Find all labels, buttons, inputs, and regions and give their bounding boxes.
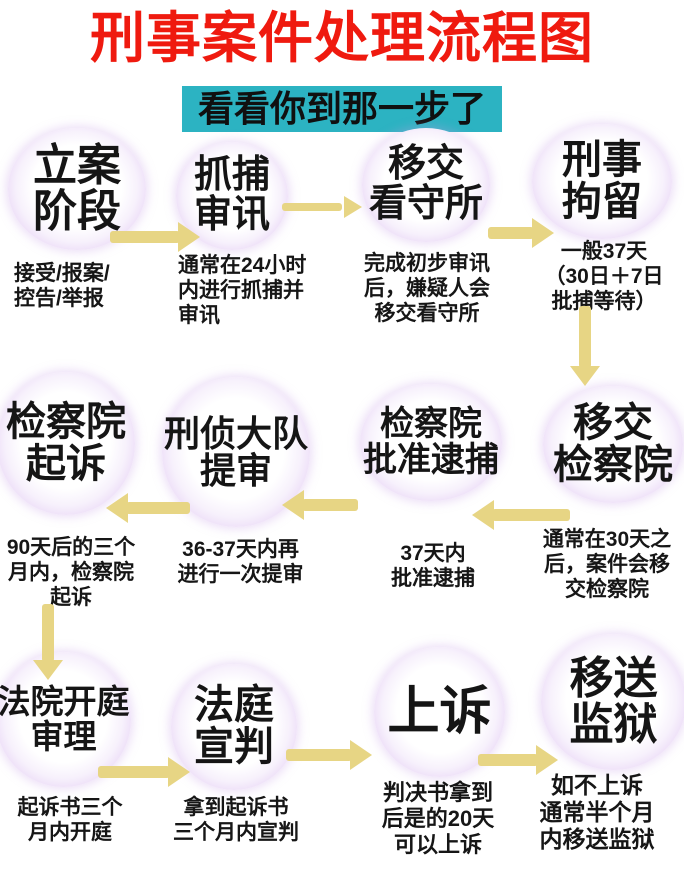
node-case-filing-caption: 接受/报案/ 控告/举报 — [14, 262, 110, 310]
node-case-filing-label: 立案 阶段 — [33, 141, 121, 236]
node-transfer-detention-center: 移交 看守所 — [362, 128, 490, 242]
arrow-right-icon-verdict-to-appeal — [286, 740, 372, 770]
node-investigation-brigade-interrogation: 刑侦大队 提审 — [162, 377, 310, 527]
node-procuratorate-approve-arrest: 检察院 批准逮捕 — [360, 384, 502, 501]
node-procuratorate-approve-arrest-caption: 37天内 批准逮捕 — [391, 542, 475, 590]
page-subtitle: 看看你到那一步了 — [181, 86, 503, 132]
node-transfer-prison-label: 移送 监狱 — [569, 654, 658, 749]
node-appeal-caption: 判决书拿到 后是的20天 可以上诉 — [381, 780, 495, 857]
arrow-left-icon-approve-arrest-to-interrogation — [282, 490, 358, 520]
page-title: 刑事案件处理流程图 — [89, 7, 594, 69]
node-court-hearing-label: 法院开庭 审理 — [0, 683, 130, 755]
arrow-right-icon-arrest-to-detention-center — [282, 194, 362, 220]
node-transfer-detention-center-label: 移交 看守所 — [368, 143, 483, 225]
node-procuratorate-approve-arrest-label: 检察院 批准逮捕 — [363, 405, 499, 479]
arrow-down-icon-prosecution-to-hearing — [32, 604, 64, 680]
node-procuratorate-prosecution-label: 检察院 起诉 — [6, 399, 126, 486]
node-appeal: 上诉 — [374, 647, 505, 777]
arrow-right-icon-filing-to-arrest — [110, 222, 200, 252]
node-criminal-detention: 刑事 拘留 — [532, 124, 672, 239]
node-court-verdict-caption: 拿到起诉书 三个月内宣判 — [173, 796, 299, 844]
arrow-right-icon-detention-center-to-detention — [488, 218, 554, 248]
node-transfer-procuratorate: 移交 检察院 — [543, 386, 683, 503]
node-transfer-prison-caption: 如不上诉 通常半个月 内移送监狱 — [539, 772, 655, 853]
node-procuratorate-prosecution: 检察院 起诉 — [0, 372, 135, 515]
node-arrest-interrogation-caption: 通常在24小时 内进行抓捕并 审讯 — [178, 254, 307, 327]
node-criminal-detention-caption: 一般37天 （30日＋7日 批捕等待） — [544, 240, 664, 313]
node-case-filing: 立案 阶段 — [8, 128, 146, 250]
node-transfer-procuratorate-label: 移交 检察院 — [553, 400, 673, 487]
node-court-verdict-label: 法庭 宣判 — [194, 683, 274, 769]
node-arrest-interrogation-label: 抓捕 审讯 — [193, 154, 270, 236]
node-criminal-detention-label: 刑事 拘留 — [562, 137, 642, 224]
node-transfer-procuratorate-caption: 通常在30天之 后，案件会移 交检察院 — [542, 528, 672, 601]
arrow-right-icon-appeal-to-prison — [478, 745, 558, 775]
node-court-verdict: 法庭 宣判 — [171, 664, 297, 790]
arrow-down-icon-detention-to-procuratorate — [569, 306, 601, 386]
node-investigation-brigade-interrogation-caption: 36-37天内再 进行一次提审 — [177, 538, 304, 586]
node-appeal-label: 上诉 — [387, 682, 492, 741]
node-court-hearing-caption: 起诉书三个 月内开庭 — [17, 796, 123, 844]
node-transfer-detention-center-caption: 完成初步审讯 后，嫌疑人会 移交看守所 — [364, 252, 490, 325]
node-transfer-prison: 移送 监狱 — [541, 634, 684, 770]
arrow-right-icon-hearing-to-verdict — [98, 757, 190, 787]
node-court-hearing: 法院开庭 审理 — [0, 652, 131, 787]
arrow-left-icon-procuratorate-to-approve-arrest — [472, 500, 570, 530]
arrow-left-icon-interrogation-to-prosecution — [106, 493, 190, 523]
node-investigation-brigade-interrogation-label: 刑侦大队 提审 — [163, 412, 308, 491]
node-procuratorate-prosecution-caption: 90天后的三个 月内，检察院 起诉 — [6, 536, 136, 609]
